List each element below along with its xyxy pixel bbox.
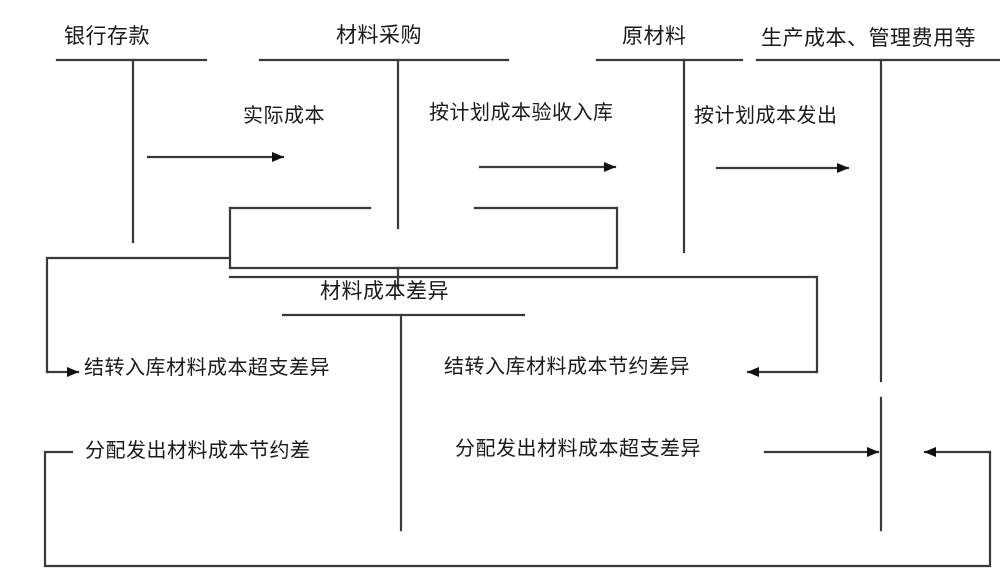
account-title-raw-material: 原材料 — [622, 24, 687, 48]
variance-label-allocate-unfavorable: 分配发出材料成本超支差异 — [455, 436, 701, 460]
account-title-material-cost-variance: 材料成本差异 — [320, 279, 449, 303]
flow-label-planned-cost-issue: 按计划成本发出 — [694, 103, 838, 127]
account-title-production-cost: 生产成本、管理费用等 — [761, 26, 976, 50]
variance-label-allocate-favorable: 分配发出材料成本节约差 — [85, 438, 311, 462]
account-title-material-purchase: 材料采购 — [336, 23, 422, 47]
flow-label-actual-cost: 实际成本 — [243, 103, 325, 127]
account-title-bank-deposit: 银行存款 — [64, 24, 150, 48]
variance-label-carry-over-unfavorable: 结转入库材料成本超支差异 — [84, 355, 330, 379]
flow-label-planned-cost-inbound: 按计划成本验收入库 — [429, 100, 614, 124]
connector-variance-upper-left-path — [230, 208, 1000, 268]
variance-label-carry-over-favorable: 结转入库材料成本节约差异 — [444, 354, 690, 378]
connector-left-rail — [45, 256, 232, 374]
connector-bottom-loop — [43, 450, 992, 568]
connector-right-rail — [228, 275, 819, 374]
